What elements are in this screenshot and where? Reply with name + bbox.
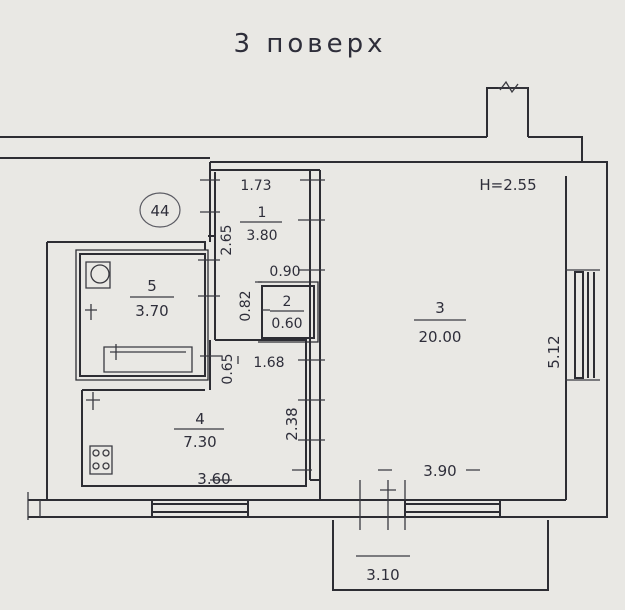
dim-room1-height: 2.65 — [219, 224, 235, 255]
dim-room2-width: 0.90 — [269, 264, 300, 280]
room-1-area: 3.80 — [246, 228, 277, 244]
dim-hall-width: 1.68 — [253, 355, 284, 371]
kitchen-fixtures — [86, 392, 113, 475]
apartment-number: 44 — [150, 202, 169, 220]
dim-room1-width: 1.73 — [240, 178, 271, 194]
dim-hall-height: 0.65 — [220, 353, 236, 384]
room-4-area: 7.30 — [183, 433, 216, 451]
dim-room2-height: 0.82 — [238, 290, 254, 321]
dim-room3-height: 5.12 — [545, 335, 563, 368]
toilet-icon — [85, 261, 111, 289]
room-5-area: 3.70 — [135, 302, 168, 320]
windows — [151, 271, 595, 517]
room-1-number: 1 — [258, 205, 267, 221]
room-3-area: 20.00 — [419, 328, 462, 346]
room-3-number: 3 — [435, 299, 445, 317]
room-1: 1 3.80 — [240, 205, 282, 244]
room-4-number: 4 — [195, 410, 205, 428]
room-5: 5 3.70 — [130, 277, 174, 320]
room-3: 3 20.00 — [414, 299, 466, 346]
vent-shaft — [486, 80, 529, 137]
dim-room3-width: 3.90 — [423, 462, 456, 480]
dim-balcony-width: 3.10 — [366, 566, 399, 584]
sink-icon — [85, 304, 97, 320]
bathroom-fixtures — [85, 261, 193, 373]
floor-title: 3 поверх — [234, 29, 387, 59]
room-2: 2 0.60 — [270, 294, 304, 332]
bathtub-icon — [103, 346, 193, 373]
exterior-walls — [0, 136, 608, 520]
interior-walls — [75, 169, 549, 591]
dimension-ticks — [198, 179, 600, 530]
dimension-labels: 1.73 2.65 0.90 0.82 1.68 0.65 3.60 2.38 … — [197, 178, 563, 584]
dim-room4-height: 2.38 — [283, 407, 301, 440]
room-2-area: 0.60 — [271, 316, 302, 332]
stove-icon — [89, 445, 113, 475]
room-5-number: 5 — [147, 277, 157, 295]
ceiling-height: H=2.55 — [479, 176, 536, 194]
dim-room4-width: 3.60 — [197, 470, 230, 488]
apartment-number-badge: 44 — [139, 192, 181, 228]
kitchen-sink-icon — [86, 392, 100, 410]
room-4: 4 7.30 — [174, 410, 224, 451]
room-2-number: 2 — [283, 294, 292, 310]
